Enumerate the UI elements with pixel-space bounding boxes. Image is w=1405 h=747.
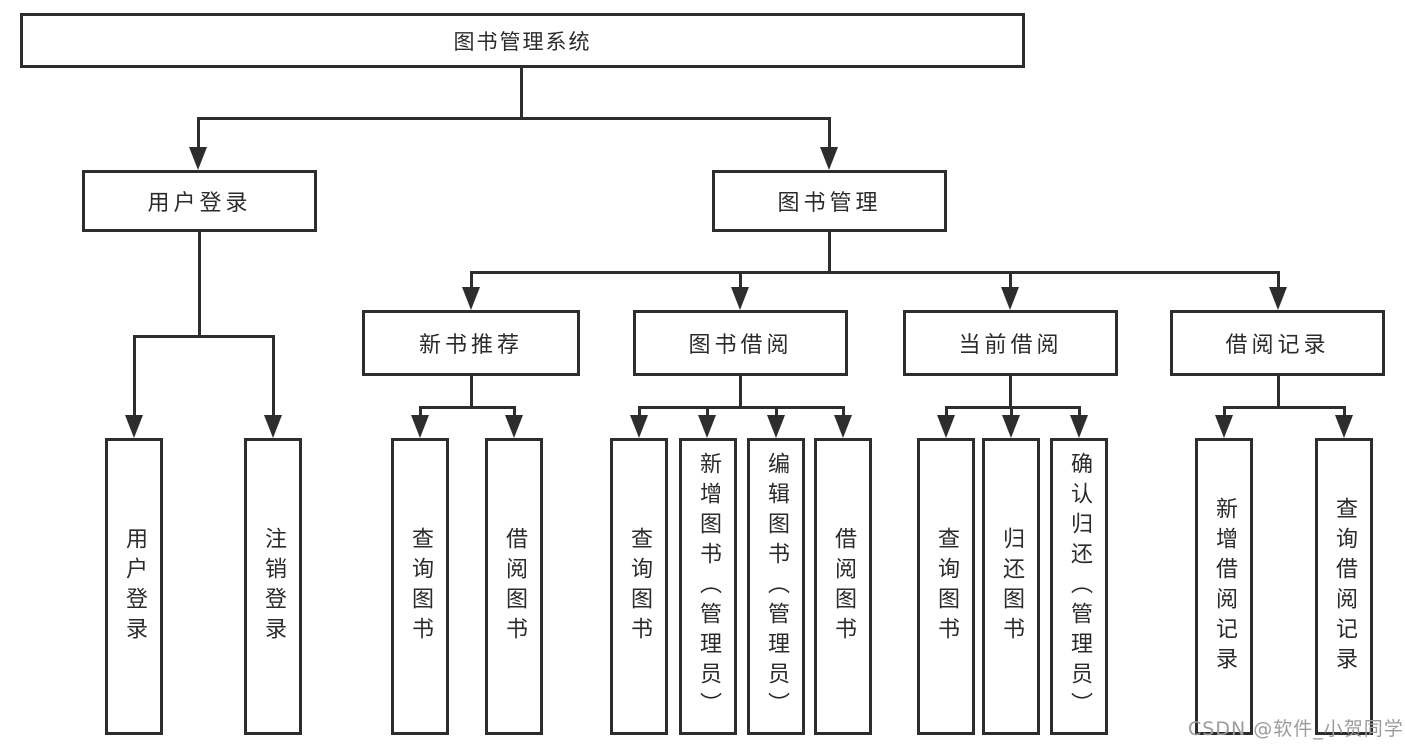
node-book-management: 图书管理	[712, 170, 947, 232]
connector-borrow-records-stem	[1277, 376, 1280, 409]
leaf-cb-confirm-return-admin: 确认归还（管理员）	[1050, 438, 1108, 735]
connector-book-management-stem	[828, 232, 831, 274]
connector-borrow-records-crossbar	[1223, 406, 1346, 409]
node-library-system: 图书管理系统	[20, 13, 1025, 68]
node-book-borrow: 图书借阅	[633, 310, 848, 376]
leaf-user-login: 用户登录	[105, 438, 163, 735]
leaf-bb-query-books: 查询图书	[610, 438, 668, 735]
leaf-nb-borrow-books-label: 借阅图书	[502, 526, 527, 647]
connector-book-borrow-crossbar	[638, 406, 845, 409]
leaf-cb-confirm-return-admin-label: 确认归还（管理员）	[1067, 451, 1092, 722]
leaf-bb-borrow-books: 借阅图书	[814, 438, 872, 735]
leaf-logout-label: 注销登录	[261, 526, 286, 647]
node-current-borrow: 当前借阅	[903, 310, 1118, 376]
node-new-book-recommend: 新书推荐	[362, 310, 580, 376]
leaf-user-login-label: 用户登录	[122, 526, 147, 647]
connector-user-login-crossbar	[133, 335, 275, 338]
leaf-bb-add-books-admin: 新增图书（管理员）	[679, 438, 737, 735]
connector-new-book-crossbar	[419, 406, 516, 409]
leaf-nb-borrow-books: 借阅图书	[485, 438, 543, 735]
node-borrow-records: 借阅记录	[1170, 310, 1385, 376]
leaf-logout: 注销登录	[244, 438, 302, 735]
connector-current-borrow-crossbar	[945, 406, 1081, 409]
leaf-br-query-record: 查询借阅记录	[1315, 438, 1373, 735]
node-new-book-recommend-label: 新书推荐	[418, 333, 523, 358]
connector-user-login-stem	[198, 232, 201, 338]
node-user-login: 用户登录	[82, 170, 317, 232]
leaf-bb-query-books-label: 查询图书	[627, 526, 652, 647]
leaf-bb-edit-books-admin-label: 编辑图书（管理员）	[764, 451, 789, 722]
leaf-cb-return-books-label: 归还图书	[999, 526, 1024, 647]
leaf-br-add-record-label: 新增借阅记录	[1212, 496, 1237, 677]
leaf-nb-query-books: 查询图书	[391, 438, 449, 735]
node-library-system-label: 图书管理系统	[453, 29, 592, 54]
connector-new-book-stem	[470, 376, 473, 409]
leaf-cb-query-books: 查询图书	[917, 438, 975, 735]
leaf-bb-edit-books-admin: 编辑图书（管理员）	[747, 438, 805, 735]
node-user-login-label: 用户登录	[147, 191, 252, 216]
csdn-watermark: CSDN @软件_小贺同学	[1188, 718, 1404, 740]
leaf-cb-return-books: 归还图书	[982, 438, 1040, 735]
node-current-borrow-label: 当前借阅	[958, 333, 1063, 358]
leaf-br-add-record: 新增借阅记录	[1195, 438, 1253, 735]
connector-root-crossbar	[197, 117, 831, 120]
leaf-bb-add-books-admin-label: 新增图书（管理员）	[696, 451, 721, 722]
node-borrow-records-label: 借阅记录	[1225, 333, 1330, 358]
leaf-br-query-record-label: 查询借阅记录	[1332, 496, 1357, 677]
connector-book-management-crossbar	[470, 271, 1280, 274]
node-book-management-label: 图书管理	[777, 191, 882, 216]
leaf-nb-query-books-label: 查询图书	[408, 526, 433, 647]
connector-root-stem	[520, 68, 523, 120]
connector-current-borrow-stem	[1009, 376, 1012, 409]
connector-book-borrow-stem	[739, 376, 742, 409]
node-book-borrow-label: 图书借阅	[688, 333, 793, 358]
leaf-bb-borrow-books-label: 借阅图书	[831, 526, 856, 647]
leaf-cb-query-books-label: 查询图书	[934, 526, 959, 647]
